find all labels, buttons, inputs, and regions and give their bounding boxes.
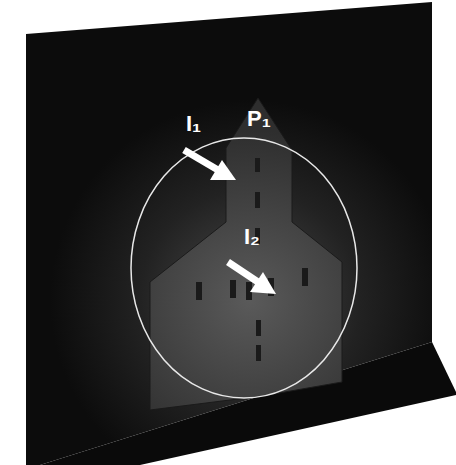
arrow-i2 [228, 262, 276, 294]
highlight-circle [131, 138, 357, 398]
church-silhouette [150, 98, 342, 410]
callout-label: I₁ [186, 113, 201, 135]
church-windows [196, 158, 308, 361]
callout-label: P₁ [247, 108, 271, 130]
callout-label: I₂ [244, 226, 260, 248]
arrow-i1 [184, 150, 236, 180]
